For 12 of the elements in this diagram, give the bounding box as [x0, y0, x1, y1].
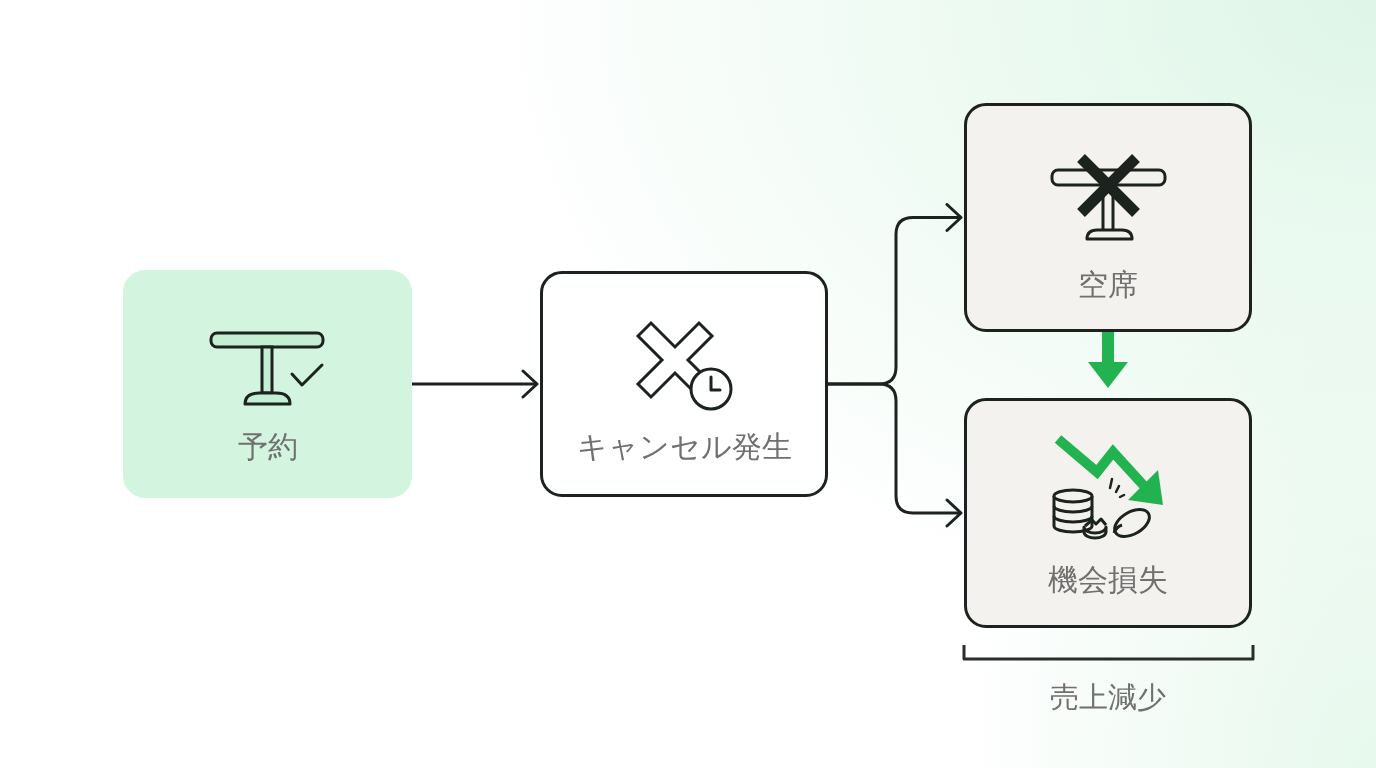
arrow — [412, 369, 539, 399]
arrow — [828, 382, 963, 528]
box-label: 機会損失 — [1048, 563, 1168, 597]
rounded-box — [123, 270, 412, 498]
rounded-box — [540, 271, 828, 497]
rounded-box — [964, 103, 1252, 332]
bracket-label: 売上減少 — [1050, 680, 1166, 714]
box-label: 空席 — [1078, 268, 1138, 302]
box-label: キャンセル発生 — [576, 430, 792, 464]
rounded-box — [964, 398, 1252, 628]
box-label: 予約 — [237, 430, 298, 464]
arrow — [1088, 332, 1128, 388]
